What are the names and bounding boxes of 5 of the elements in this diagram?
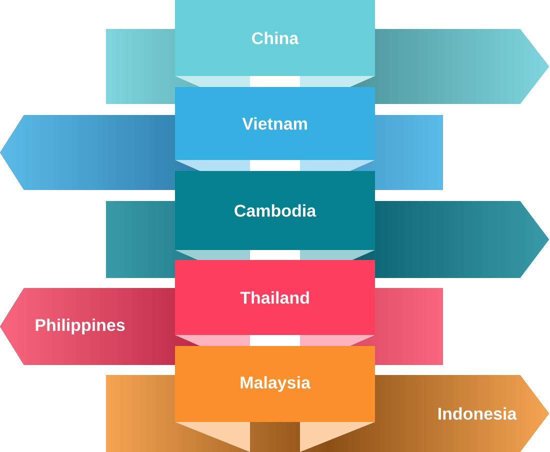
country-box: China [175, 0, 375, 76]
country-box: Cambodia [175, 171, 375, 250]
country-box: Thailand [175, 260, 375, 335]
country-box: Vietnam [175, 87, 375, 160]
country-box: Malaysia [175, 346, 375, 422]
